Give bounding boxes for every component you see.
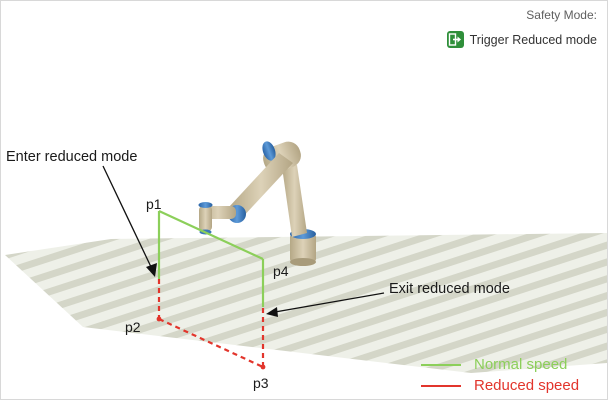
exit-arrow bbox=[274, 292, 385, 313]
scene-3d bbox=[5, 141, 607, 373]
legend-item-normal: Normal speed bbox=[421, 354, 579, 375]
enter-arrow-head bbox=[146, 263, 157, 277]
point-label-p4: p4 bbox=[273, 263, 289, 279]
exit-arrow-head bbox=[266, 307, 278, 317]
safety-mode-title: Safety Mode: bbox=[526, 8, 597, 22]
legend-swatch-normal bbox=[421, 363, 461, 366]
point-label-p3: p3 bbox=[253, 375, 269, 391]
enter-arrow bbox=[102, 165, 153, 270]
path-p1-p4 bbox=[158, 210, 264, 260]
enter-reduced-mode-annotation: Enter reduced mode bbox=[6, 149, 138, 165]
legend-label-reduced: Reduced speed bbox=[474, 377, 580, 394]
robot-arm bbox=[198, 141, 316, 266]
point-label-p2: p2 bbox=[125, 319, 141, 335]
point-marker-p2 bbox=[156, 316, 162, 322]
point-label-p1: p1 bbox=[146, 196, 162, 212]
enter-exit-icon bbox=[446, 31, 464, 48]
path-p2-p3-reduced bbox=[158, 318, 264, 368]
point-marker-p3 bbox=[260, 364, 266, 370]
viewport-3d[interactable]: Safety Mode: Trigger Reduced mode Enter … bbox=[0, 0, 608, 400]
legend-label-normal: Normal speed bbox=[474, 356, 568, 373]
trigger-reduced-mode-button[interactable]: Trigger Reduced mode bbox=[446, 31, 597, 48]
legend-item-reduced: Reduced speed bbox=[421, 375, 579, 396]
legend-swatch-reduced bbox=[421, 384, 461, 387]
annotation-arrows bbox=[102, 165, 385, 317]
tool-path bbox=[156, 210, 266, 370]
exit-reduced-mode-annotation: Exit reduced mode bbox=[389, 281, 510, 297]
trigger-reduced-mode-label: Trigger Reduced mode bbox=[469, 32, 597, 47]
legend: Normal speed Reduced speed bbox=[421, 354, 579, 396]
